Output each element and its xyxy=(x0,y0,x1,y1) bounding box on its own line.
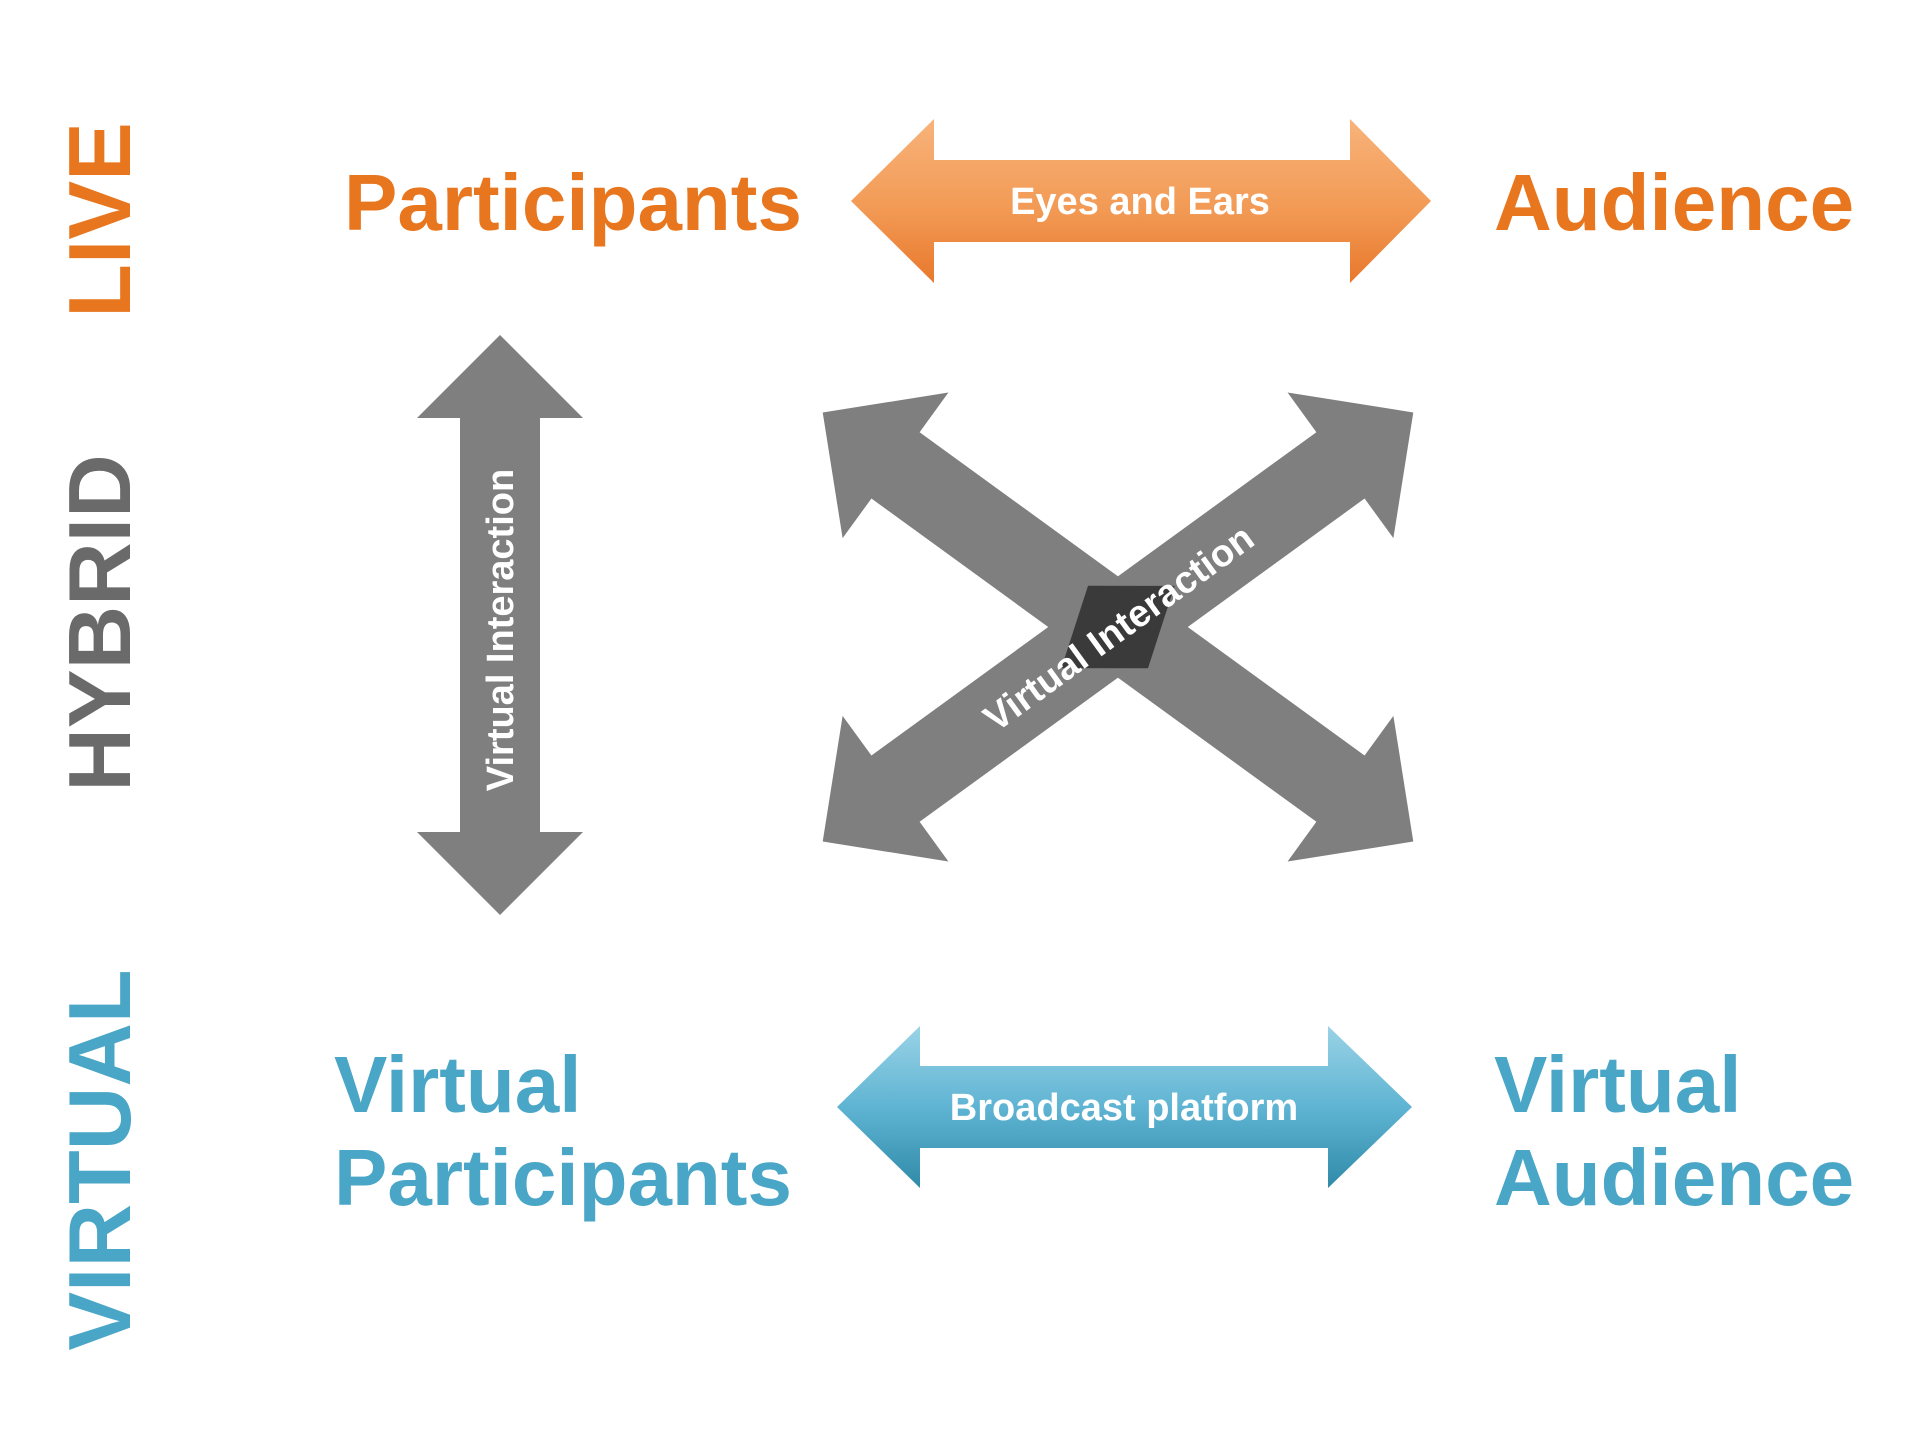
broadcast-platform-label: Broadcast platform xyxy=(950,1087,1298,1129)
node-virtual-participants-line2: Participants xyxy=(334,1133,792,1222)
node-audience: Audience xyxy=(1494,158,1854,247)
diagonal-crossing-overlap xyxy=(1061,585,1175,669)
row-label-hybrid: HYBRID xyxy=(50,454,149,791)
broadcast-platform-arrow: Broadcast platform xyxy=(837,1026,1412,1188)
vertical-interaction-label: Virtual Interaction xyxy=(480,469,522,791)
eyes-and-ears-arrow: Eyes and Ears xyxy=(851,119,1431,283)
eyes-and-ears-arrow-shape xyxy=(851,119,1431,283)
vertical-interaction-arrow-shape xyxy=(417,335,583,915)
node-participants: Participants xyxy=(344,158,802,247)
node-virtual-audience-line1: Virtual xyxy=(1494,1040,1742,1129)
diagonal-crossing-shape xyxy=(1061,585,1175,669)
row-label-virtual: VIRTUAL xyxy=(50,969,149,1350)
broadcast-platform-arrow-shape xyxy=(837,1026,1412,1188)
vertical-interaction-arrow: Virtual Interaction xyxy=(417,335,583,915)
eyes-and-ears-label: Eyes and Ears xyxy=(1010,181,1270,223)
node-virtual-audience: Virtual Audience xyxy=(1494,1040,1854,1222)
node-virtual-participants-line1: Virtual xyxy=(334,1040,582,1129)
node-virtual-audience-line2: Audience xyxy=(1494,1133,1854,1222)
diagonal-interaction-arrows: Virtual Interaction xyxy=(822,392,1414,862)
node-virtual-participants: Virtual Participants xyxy=(334,1040,792,1222)
row-label-live: LIVE xyxy=(50,122,149,318)
